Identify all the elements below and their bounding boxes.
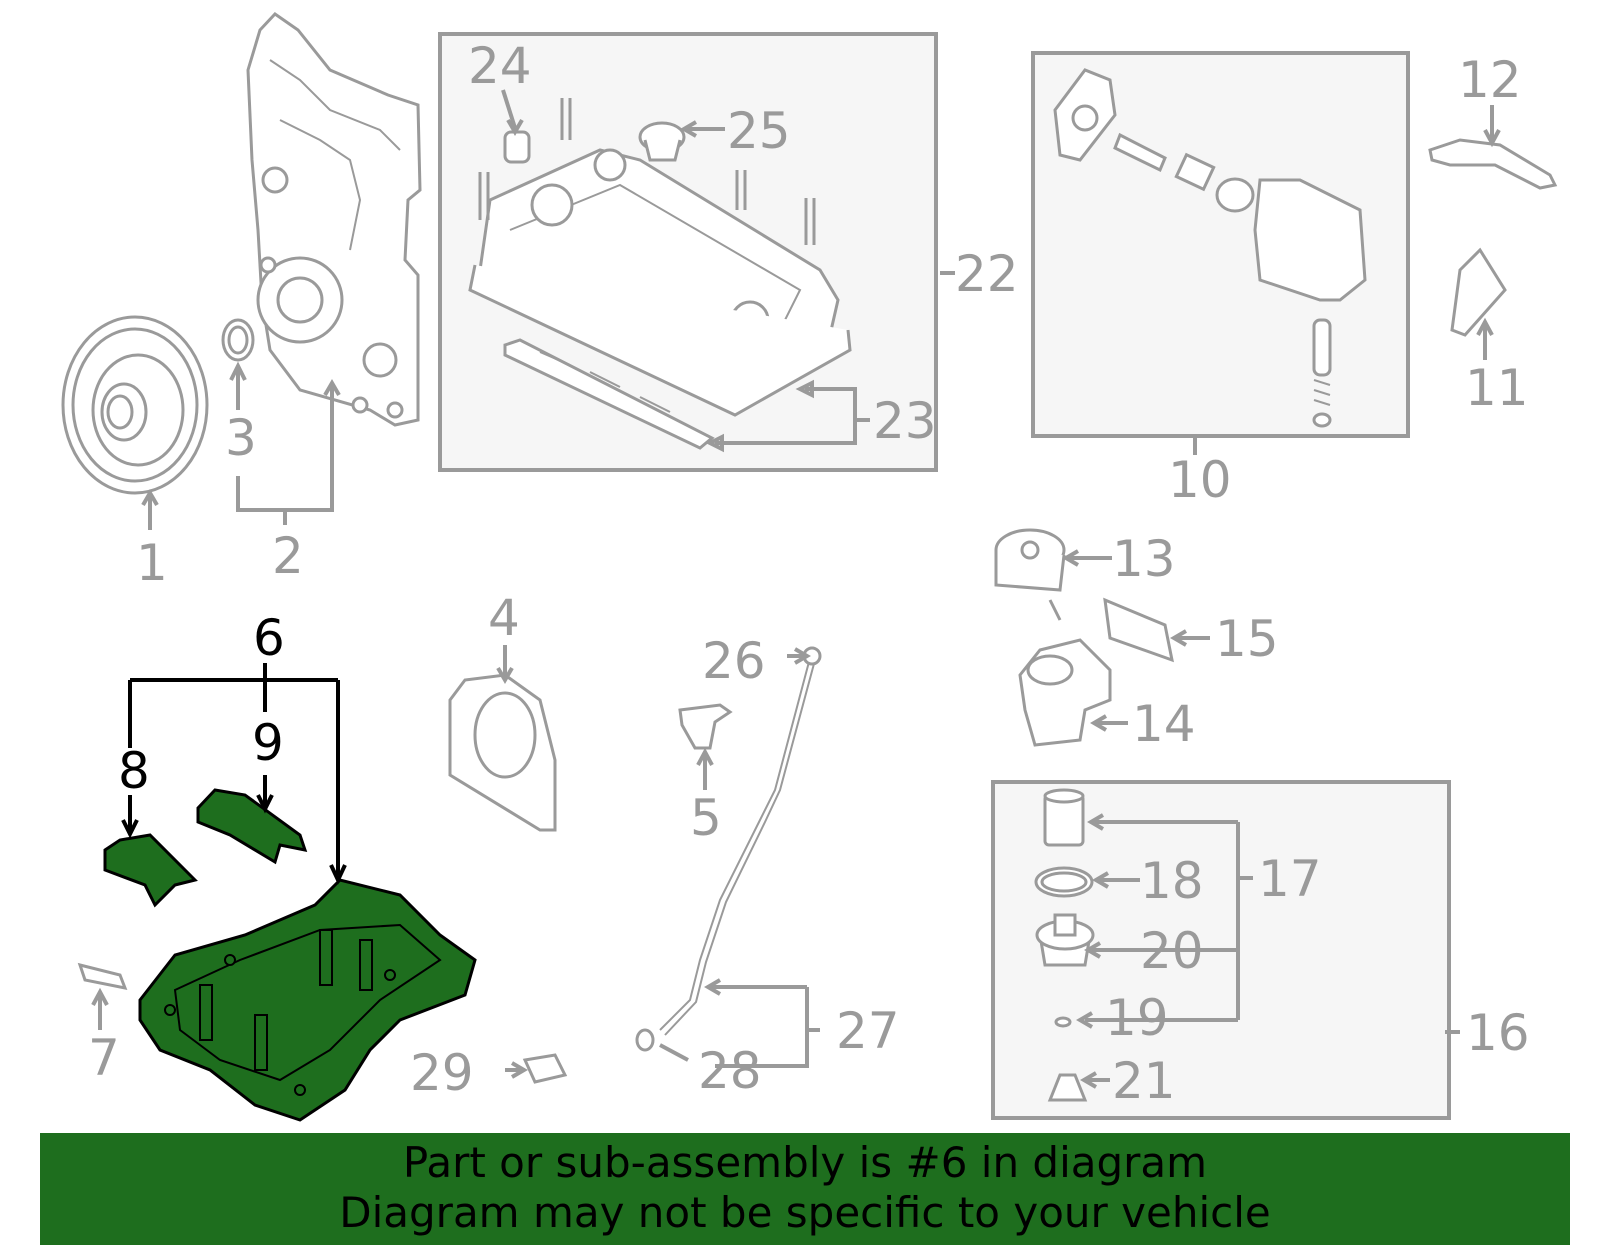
- callout-3: 3: [225, 409, 257, 467]
- rear-seal-housing-part: [448, 673, 557, 832]
- banner-line-2: Diagram may not be specific to your vehi…: [339, 1188, 1271, 1237]
- oil-pump-part: [1053, 68, 1367, 428]
- valve-cover-bolts: [478, 98, 816, 245]
- oil-cooler-part: [994, 528, 1066, 621]
- callout-27: 27: [836, 1002, 900, 1060]
- callout-17: 17: [1258, 850, 1322, 908]
- callout-23: 23: [873, 392, 937, 450]
- cooler-gasket-part: [1103, 597, 1174, 663]
- callout-7: 7: [88, 1029, 120, 1087]
- callout-18: 18: [1140, 852, 1204, 910]
- callout-1: 1: [136, 534, 168, 592]
- o-ring-part: [1034, 866, 1094, 898]
- callout-26: 26: [702, 632, 766, 690]
- callout-25: 25: [727, 102, 791, 160]
- callout-9: 9: [252, 714, 284, 772]
- dipstick-guide-part: [678, 703, 733, 750]
- callout-22: 22: [955, 245, 1019, 303]
- oil-filler-cap-part: [638, 121, 686, 162]
- grommet-part: [503, 130, 531, 164]
- crankshaft-pulley-part: [61, 315, 209, 495]
- callout-4: 4: [488, 589, 520, 647]
- info-banner: Part or sub-assembly is #6 in diagram Di…: [40, 1133, 1570, 1245]
- callout-28: 28: [698, 1042, 762, 1100]
- dipstick-tube-part: [635, 646, 822, 1052]
- leader-lines: [91, 89, 1501, 1089]
- callout-14: 14: [1132, 695, 1196, 753]
- callout-11: 11: [1465, 359, 1529, 417]
- callout-24: 24: [468, 37, 532, 95]
- oil-filter-housing-part: [1018, 638, 1112, 747]
- callout-labels: 1 2 3 4 5 6 7 8 9 10 11 12 13 14 15 16 1…: [88, 37, 1530, 1110]
- callout-2: 2: [272, 527, 304, 585]
- callout-16: 16: [1466, 1004, 1530, 1062]
- callout-13: 13: [1112, 530, 1176, 588]
- filter-cap-part: [1035, 913, 1095, 967]
- oil-pan-part-highlighted: [138, 878, 477, 1122]
- pump-gasket-part: [1450, 247, 1507, 337]
- drain-valve-part: [1047, 1073, 1088, 1102]
- valve-cover-part: [468, 148, 852, 417]
- drain-plug-part: [522, 1053, 568, 1084]
- sensor-part: [77, 962, 128, 991]
- callout-6: 6: [253, 609, 285, 667]
- callout-19: 19: [1105, 989, 1169, 1047]
- callout-8: 8: [118, 742, 150, 800]
- bracket-part: [1428, 138, 1558, 190]
- callout-21: 21: [1112, 1052, 1176, 1110]
- oil-filter-element-part: [1043, 788, 1085, 847]
- baffle-plate-part-highlighted: [103, 833, 198, 908]
- timing-cover-part: [246, 12, 422, 427]
- parts-diagram: 1 2 3 4 5 6 7 8 9 10 11 12 13 14 15 16 1…: [61, 12, 1558, 1122]
- callout-15: 15: [1215, 610, 1279, 668]
- callout-5: 5: [690, 789, 722, 847]
- banner-line-1: Part or sub-assembly is #6 in diagram: [402, 1138, 1208, 1187]
- callout-20: 20: [1140, 922, 1204, 980]
- callout-10: 10: [1168, 451, 1232, 509]
- callout-29: 29: [410, 1044, 474, 1102]
- callout-12: 12: [1458, 51, 1522, 109]
- small-o-ring-part: [1054, 1016, 1072, 1028]
- front-seal-part: [221, 318, 255, 362]
- baffle-cover-part-highlighted: [196, 788, 308, 865]
